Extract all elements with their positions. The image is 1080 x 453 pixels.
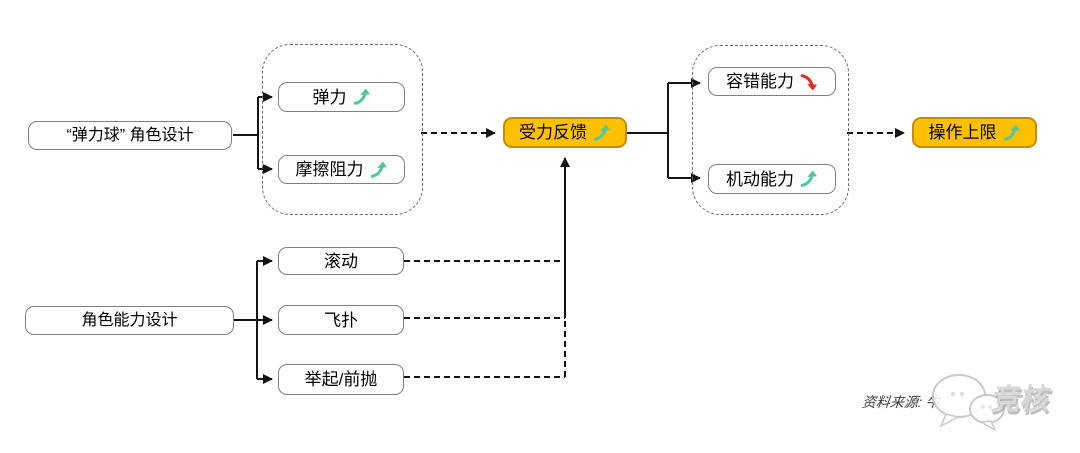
node-lift-throw: 举起/前抛 (278, 364, 404, 395)
node-mobility: 机动能力 (708, 164, 836, 194)
node-elasticity-label: 弹力 (312, 87, 347, 107)
node-roll: 滚动 (278, 247, 404, 275)
node-friction-label: 摩擦阻力 (295, 160, 364, 179)
node-lift-throw-label: 举起/前抛 (304, 370, 378, 389)
node-operation-ceiling: 操作上限 (912, 117, 1037, 148)
node-ability-design-label: 角色能力设计 (81, 311, 178, 329)
node-error-tolerance: 容错能力 (708, 67, 836, 96)
watermark-text: 竞核 竞核 (989, 384, 1054, 419)
watermark-bubbles-icon (932, 374, 1005, 432)
node-dive: 飞扑 (278, 305, 404, 335)
node-ability-design: 角色能力设计 (25, 306, 234, 335)
node-roll-label: 滚动 (324, 251, 358, 271)
trend-up-icon (800, 170, 818, 188)
trend-up-icon (370, 160, 388, 179)
node-mobility-label: 机动能力 (726, 169, 794, 189)
node-ball-design: “弹力球” 角色设计 (28, 121, 232, 150)
watermark-text-front: 竞核 (989, 384, 1053, 416)
trend-down-icon (800, 73, 818, 91)
group-ball-factors (262, 44, 423, 215)
node-force-feedback: 受力反馈 (503, 117, 627, 148)
node-elasticity: 弹力 (278, 82, 405, 112)
trend-up-icon (353, 88, 371, 106)
group-outcome (692, 45, 849, 215)
node-force-feedback-label: 受力反馈 (519, 123, 587, 142)
node-operation-ceiling-label: 操作上限 (928, 123, 997, 142)
node-error-tolerance-label: 容错能力 (726, 72, 794, 91)
trend-up-icon (593, 123, 611, 142)
node-ball-design-label: “弹力球” 角色设计 (66, 126, 194, 144)
trend-up-icon (1003, 123, 1021, 142)
node-friction: 摩擦阻力 (278, 155, 405, 184)
node-dive-label: 飞扑 (324, 310, 358, 330)
